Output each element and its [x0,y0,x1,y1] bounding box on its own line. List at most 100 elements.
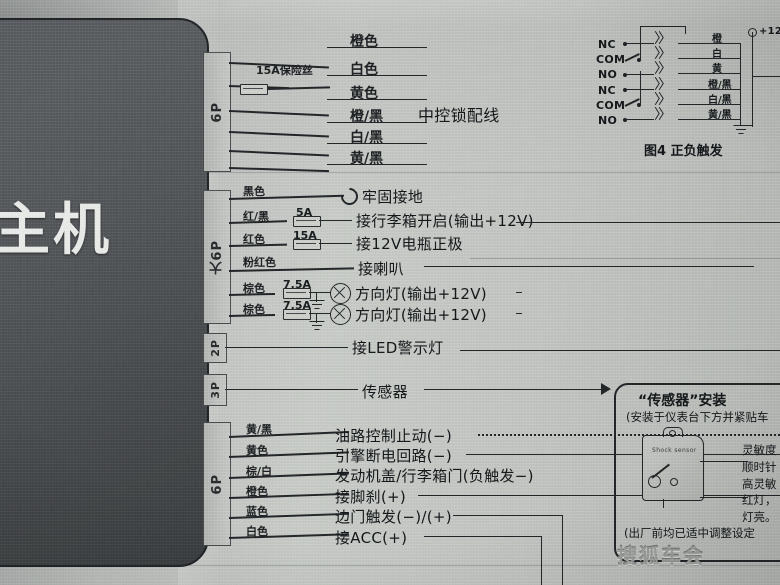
relay-stub-3 [627,74,654,75]
wire-color-black: 黑色 [243,185,265,198]
wire-cl-5-run [327,143,427,144]
sensor-box-subtitle: (安装于仪表台下方并紧贴车 [626,410,769,424]
wire-b6p-5-gnd [316,292,317,302]
relay-dot-1 [623,42,627,46]
lamp-icon-turn-1 [330,283,351,304]
fuse-7p5a-label-1: 7.5A [283,278,311,291]
wire-cl-2-run [327,75,427,76]
relay-dot-4 [623,88,627,92]
wire-b6p-2b [319,220,352,221]
wire-b6p-6b [309,313,331,314]
main-unit-label: 主机 [0,198,112,263]
relay-dot-3 [623,73,627,77]
relay-wire-color-2: 白 [712,49,722,60]
relay-out-4 [678,89,740,90]
relay-terminal-no-2: NO [598,114,618,127]
wire-color-brown-white: 棕/白 [246,465,273,478]
sensor-note-5: 灯亮。 [742,510,777,524]
function-sensor: 传感器 [362,383,408,401]
connector-6p-bottom[interactable]: 6P [203,422,231,546]
function-fuel-cut: 油路控制止动(−) [335,427,452,445]
paper-fold-3 [0,565,780,566]
wire-cl-6-run [327,164,427,165]
wire-color-brown-1: 棕色 [243,282,265,295]
function-battery-positive: 接12V电瓶正极 [356,235,463,253]
wire-color-yellow-2: 黄色 [246,444,268,457]
function-hood-trunk: 发动机盖/行李箱门(负触发−) [335,467,534,485]
function-led-warning: 接LED警示灯 [352,339,444,357]
sensitivity-pot-icon[interactable] [648,475,661,488]
relay-stub-1 [627,43,654,44]
wire-b6p-3b [319,243,352,244]
wire-color-orange-2: 橙色 [246,485,268,498]
relay-bus-down [685,26,686,34]
wire-led-run [460,350,780,351]
relay-coil-2: 〉〉 [654,46,672,62]
connector-big-6p[interactable]: 大6P [203,190,231,324]
relay-wire-color-5: 白/黑 [708,95,732,106]
sensor-box-footer: (出厂前均已适中调整设定 [624,526,755,540]
sensor-callout-line-1 [700,461,748,462]
relay-out-2 [678,58,740,59]
paper-fold-2 [470,258,780,259]
relay-stub-4 [627,89,654,90]
connector-big-6p-label: 大6P [209,239,225,275]
relay-wire-color-6: 黄/黑 [708,110,732,121]
relay-coil-3: 〉〉 [654,61,672,77]
wire-2p-led [225,347,348,348]
relay-terminal-nc-2: NC [598,84,616,97]
fuse-7p5a-turn-2 [283,309,311,320]
connector-6p-top-label: 6P [209,101,225,123]
sensor-note-1: 灵敏度 [742,443,777,457]
relay-dot-6 [623,118,627,122]
connector-3p[interactable]: 3P [203,374,227,406]
relay-out-5 [678,104,740,105]
connector-3p-label: 3P [208,381,222,399]
fuse-5a-label: 5A [296,206,313,219]
relay-out-3 [678,73,740,74]
fuse-5a-trunk [293,216,321,227]
connector-6p-top[interactable]: 6P [203,52,231,172]
function-acc: 接ACC(+) [335,529,408,547]
figure4-caption: 图4 正负触发 [644,144,723,159]
function-foot-brake: 接脚刹(+) [335,488,407,506]
wire-3p-sensor [225,389,358,390]
function-turn-signal-2: 方向灯(输出+12V) [355,306,487,324]
sensor-note-4: 红灯， [742,493,777,507]
relay-right-rail [740,43,741,125]
wire-color-yellow-black-2: 黄/黑 [246,423,273,436]
sensor-box-title: “传感器”安装 [638,393,727,409]
wire-cl-1-run [327,47,427,48]
arrow-to-sensor-box-icon [601,383,611,395]
relay-terminal-com-1: COM [596,53,626,66]
fuse-15a-battery-label: 15A [293,229,317,242]
sensor-install-box [614,383,780,562]
relay-out-1 [678,43,740,44]
wire-color-orange-1: 橙色 [350,34,378,50]
relay-wire-color-1: 橙 [712,34,722,45]
sensor-led-icon [670,478,678,486]
wire-turn-join-2 [516,313,522,314]
wire-sensor-run [424,389,604,390]
connector-2p-label: 2P [208,339,222,357]
function-trunk-release: 接行李箱开启(输出+12V) [356,212,534,230]
ground-icon-turn-1 [309,300,324,311]
wire-fuel-cut-run [478,434,780,436]
relay-terminal-nc-1: NC [598,38,616,51]
relay-dot-2 [637,58,641,62]
fuse-15a-label: 15A保险丝 [256,64,313,77]
wire-color-white-2: 白色 [246,525,268,538]
wire-color-blue: 蓝色 [246,505,268,518]
wire-acc-drop [541,536,542,585]
function-turn-signal-1: 方向灯(输出+12V) [355,285,487,303]
wire-turn-run-top [516,222,780,223]
connector-2p[interactable]: 2P [203,333,227,363]
relay-bus-v2 [640,71,641,105]
wire-color-red-black: 红/黑 [243,210,270,223]
sensor-note-2: 顺时针 [742,460,777,474]
relay-coil-4: 〉〉 [654,77,672,93]
wire-horn-run [424,266,754,267]
relay-bus-h [640,26,686,27]
wire-b6p-6-gnd [316,313,317,323]
